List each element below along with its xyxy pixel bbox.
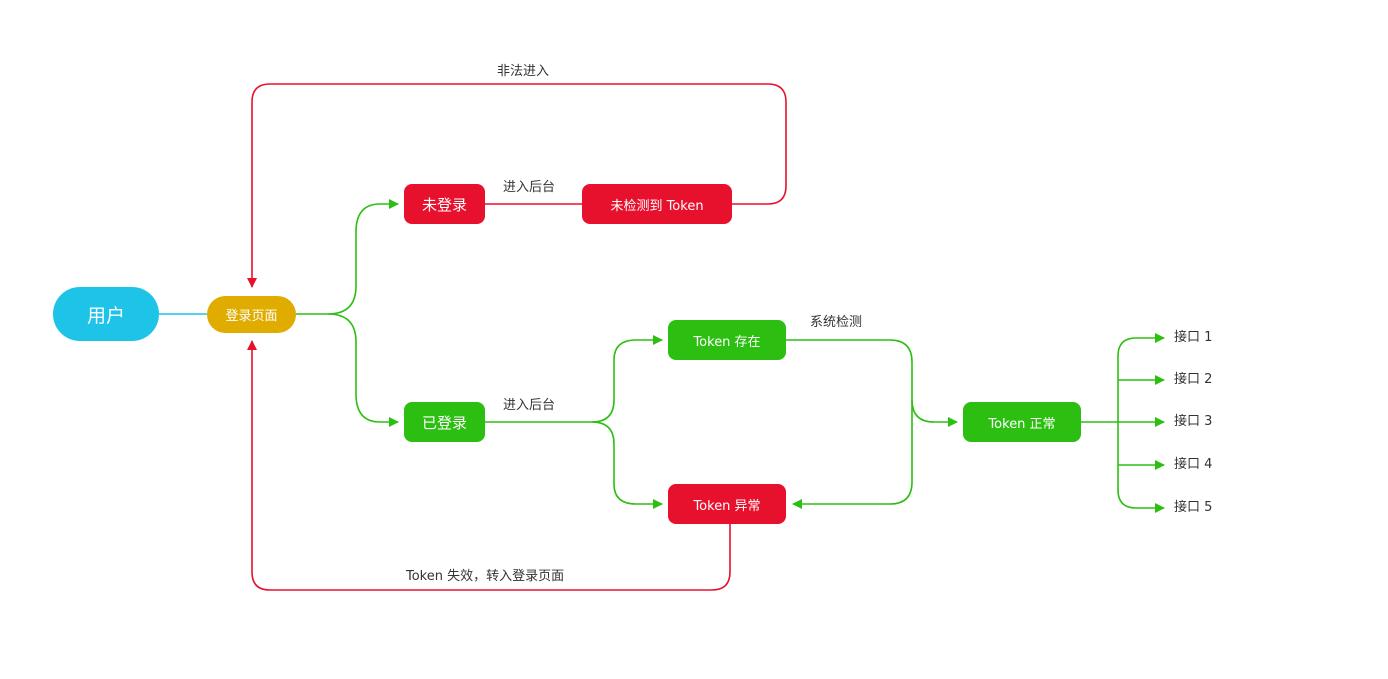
node-not-logged-in: 未登录 [404,184,485,224]
edge-label-system-check: 系统检测 [810,315,863,330]
node-logged-in: 已登录 [404,402,485,442]
edge-login-to-not-logged-in [296,199,399,315]
interface-4: 接口 4 [1174,457,1213,472]
node-token-exists: Token 存在 [668,320,786,360]
edge-check-to-token-abnormal [792,400,913,509]
node-token-normal-label: Token 正常 [988,416,1056,432]
edge-label-token-expired: Token 失效，转入登录页面 [406,569,565,584]
node-login-page-label: 登录页面 [225,309,278,324]
edge-to-interface-5 [1117,422,1165,513]
node-token-normal: Token 正常 [963,402,1081,442]
node-logged-in-label: 已登录 [421,413,467,432]
node-user: 用户 [53,287,159,341]
node-not-logged-in-label: 未登录 [421,195,467,214]
edge-token-exists-check [786,339,958,427]
edge-login-to-logged-in [327,313,399,427]
edge-label-enter-backend-bottom: 进入后台 [503,398,556,413]
interface-3: 接口 3 [1174,414,1213,429]
edge-illegal-entry-loop [247,83,787,288]
edge-to-interface-1 [1117,333,1165,422]
edge-label-enter-backend-top: 进入后台 [503,180,556,195]
interface-1: 接口 1 [1174,330,1213,345]
node-token-not-found-label: 未检测到 Token [610,198,704,214]
interface-2: 接口 2 [1174,372,1213,387]
node-user-label: 用户 [86,304,125,327]
node-token-abnormal: Token 异常 [668,484,786,524]
edge-label-illegal-entry: 非法进入 [497,64,550,79]
node-login-page: 登录页面 [207,296,296,333]
edge-token-expired-loop [247,340,731,591]
interface-5: 接口 5 [1174,500,1213,515]
edge-logged-in-to-token-exists [591,335,663,423]
node-token-not-found: 未检测到 Token [582,184,732,224]
node-token-abnormal-label: Token 异常 [693,498,761,514]
node-token-exists-label: Token 存在 [693,334,761,350]
edge-logged-in-to-token-abnormal [591,421,663,509]
